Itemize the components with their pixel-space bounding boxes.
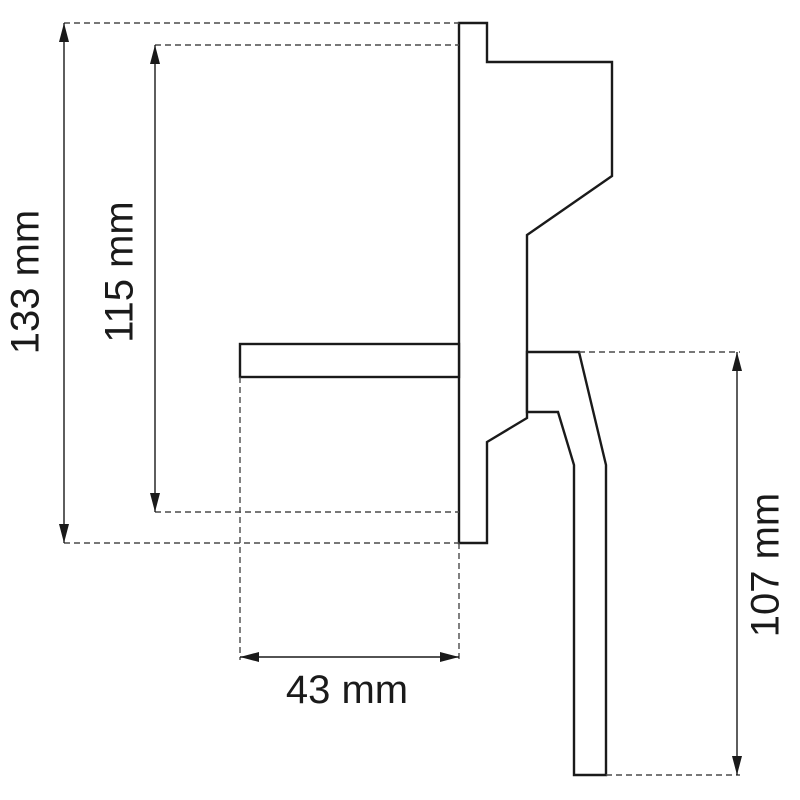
extension-lines [64, 22, 740, 776]
spindle-arm [238, 342, 461, 379]
arrow-down [150, 493, 160, 512]
dimension-projection-depth [240, 652, 459, 662]
dimension-overall-height [59, 23, 69, 543]
arrow-right [440, 652, 459, 662]
backplate-body [457, 21, 614, 545]
label-projection-depth: 43 mm [286, 668, 408, 712]
label-lever-drop: 107 mm [744, 493, 788, 638]
arrow-left [240, 652, 259, 662]
arrow-down [732, 756, 742, 775]
dimension-plate-height [150, 45, 160, 512]
arrow-up [150, 45, 160, 64]
lever-handle [525, 350, 608, 777]
arrow-up [59, 23, 69, 42]
arrow-up [732, 352, 742, 371]
part-outline [238, 21, 614, 777]
label-plate-height: 115 mm [98, 201, 142, 343]
label-overall-height: 133 mm [4, 210, 48, 355]
dimension-lever-drop [732, 352, 742, 775]
arrow-down [59, 524, 69, 543]
